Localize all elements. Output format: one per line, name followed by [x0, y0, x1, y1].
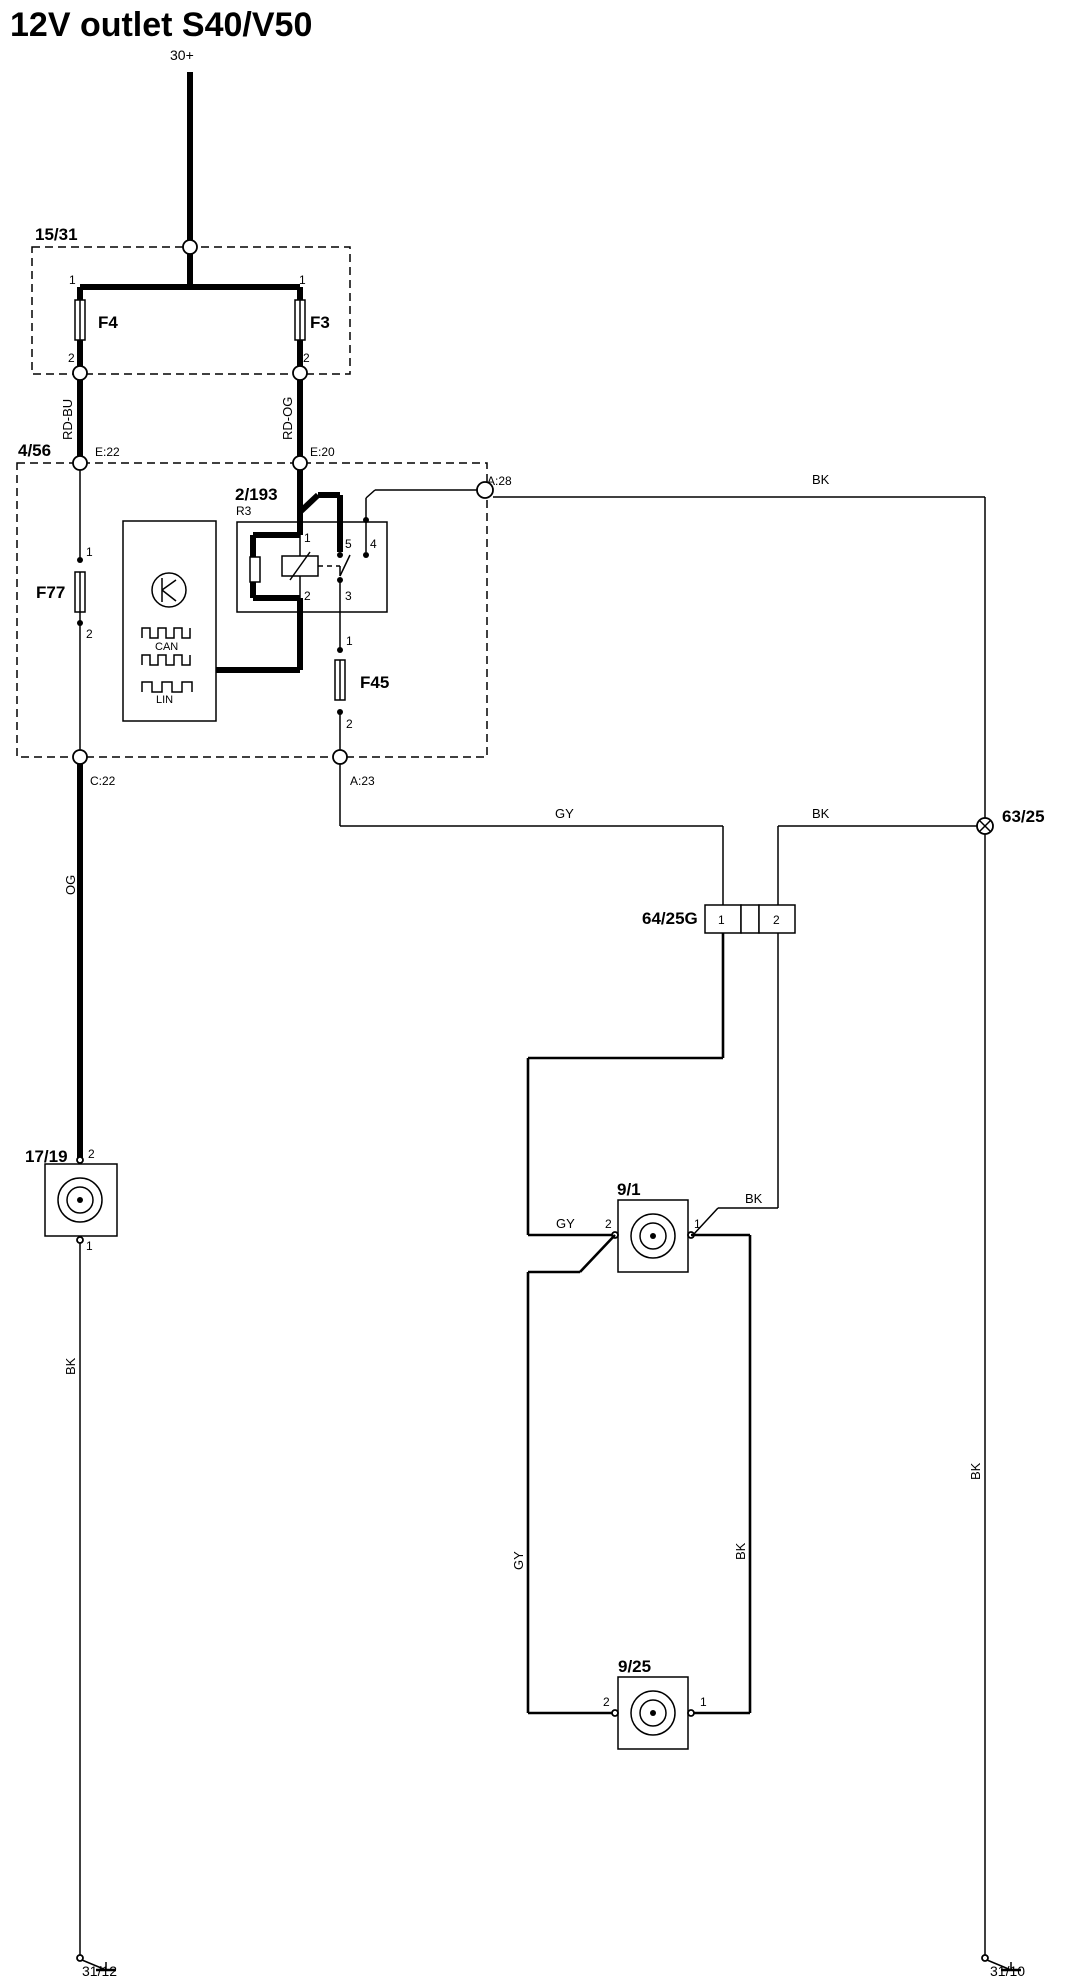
- relay-pin-5: 5: [345, 537, 352, 551]
- outlet-9-25-label: 9/25: [618, 1657, 651, 1676]
- relay-ref: R3: [236, 504, 252, 518]
- fuse-f77-pin-1: 1: [86, 545, 93, 559]
- module-4-56: 4/56 E:22 E:20 A:28 C:22 A:23: [16, 441, 512, 788]
- ground-splice-label: 63/25: [1002, 807, 1045, 826]
- fuse-f45-label: F45: [360, 673, 389, 692]
- fuse-box-label: 15/31: [35, 225, 78, 244]
- fuse-f4-terminal: [72, 365, 88, 381]
- fuse-f4: F4 1 2: [68, 273, 118, 365]
- connector-pin-1: 1: [718, 913, 725, 927]
- fuse-f3: F3 1 2: [294, 273, 330, 365]
- relay-out-wire: [365, 489, 376, 499]
- outlet-9-1-pin-2: 2: [605, 1217, 612, 1231]
- ground-31-12-label: 31/12: [82, 1963, 117, 1979]
- relay-pin-2: 2: [304, 589, 311, 603]
- relay-pin-3: 3: [345, 589, 352, 603]
- node-e22: [72, 455, 88, 471]
- ground-splice-63-25: 63/25: [976, 807, 1045, 835]
- relay-2-193: 2/193 R3 1 2 3 4 5: [235, 470, 388, 670]
- outlet-9-1: 9/1 2 1: [605, 1180, 701, 1273]
- fuse-f45-pin-1: 1: [346, 634, 353, 648]
- outlet-17-19: 17/19 2 1: [25, 1147, 118, 1253]
- fuse-f4-label: F4: [98, 313, 118, 332]
- outlet-9-25-pin-1: 1: [700, 1695, 707, 1709]
- connector-label: 64/25G: [642, 909, 698, 928]
- ground-31-12: 31/12: [76, 1954, 117, 1979]
- fuse-f3-label: F3: [310, 313, 330, 332]
- outlet-9-1-label: 9/1: [617, 1180, 641, 1199]
- connector-pin-2: 2: [773, 913, 780, 927]
- module-label: 4/56: [18, 441, 51, 460]
- terminal-a23: A:23: [350, 774, 375, 788]
- wire-label-gy-top: GY: [555, 806, 574, 821]
- outlet-17-19-label: 17/19: [25, 1147, 68, 1166]
- wire-bk-to-9-1: [692, 1207, 719, 1236]
- ground-31-10-label: 31/10: [990, 1963, 1025, 1979]
- terminal-e20: E:20: [310, 445, 335, 459]
- diagram-title: 12V outlet S40/V50: [10, 6, 312, 44]
- relay-pin-4: 4: [370, 537, 377, 551]
- lin-label: LIN: [156, 694, 173, 706]
- fuse-f77-pin-2: 2: [86, 627, 93, 641]
- outlet-17-19-pin-1: 1: [86, 1239, 93, 1253]
- relay-label: 2/193: [235, 485, 278, 504]
- node-e20: [292, 455, 308, 471]
- fuse-f45: F45 1 2: [334, 615, 389, 750]
- outlet-9-25: 9/25 2 1: [603, 1657, 707, 1750]
- relay-pin-1: 1: [304, 531, 311, 545]
- wire-label-rd-og: RD-OG: [280, 397, 295, 440]
- fuse-f45-pin-2: 2: [346, 717, 353, 731]
- terminal-a28: A:28: [487, 474, 512, 488]
- terminal-c22: C:22: [90, 774, 116, 788]
- fuse-f77-label: F77: [36, 583, 65, 602]
- fuse-f4-pin-2: 2: [68, 351, 75, 365]
- wire-gy-diag: [579, 1234, 616, 1273]
- node-a28: [476, 481, 494, 499]
- wire-label-rd-bu: RD-BU: [60, 399, 75, 440]
- ground-31-10: 31/10: [981, 1954, 1025, 1979]
- wire-label-gy-mid: GY: [556, 1216, 575, 1231]
- wire-label-bk-right: BK: [968, 1462, 983, 1480]
- outlet-17-19-pin-2: 2: [88, 1147, 95, 1161]
- wire-label-bk-mid: BK: [745, 1191, 763, 1206]
- wire-label-bk-top: BK: [812, 472, 830, 487]
- fuse-f77: F77 1 2: [36, 470, 93, 750]
- terminal-e22: E:22: [95, 445, 120, 459]
- outlet-9-25-pin-2: 2: [603, 1695, 610, 1709]
- wire-label-og: OG: [63, 875, 78, 895]
- wire-label-bk-side: BK: [733, 1542, 748, 1560]
- fuse-f3-pin-2: 2: [303, 351, 310, 365]
- fuse-f4-pin-1: 1: [69, 273, 76, 287]
- outlet-9-1-pin-1: 1: [694, 1217, 701, 1231]
- node-c22: [72, 749, 88, 765]
- node-a23: [332, 749, 348, 765]
- fuse-f3-pin-1: 1: [299, 273, 306, 287]
- wire-label-gy-side: GY: [511, 1551, 526, 1570]
- supply-label: 30+: [170, 47, 194, 63]
- connector-64-25g: 64/25G 1 2: [642, 904, 796, 934]
- control-unit: CAN LIN: [122, 520, 217, 722]
- can-label: CAN: [155, 641, 178, 653]
- wire-label-bk-left: BK: [63, 1357, 78, 1375]
- fuse-f3-terminal: [292, 365, 308, 381]
- wire-label-bk-splice: BK: [812, 806, 830, 821]
